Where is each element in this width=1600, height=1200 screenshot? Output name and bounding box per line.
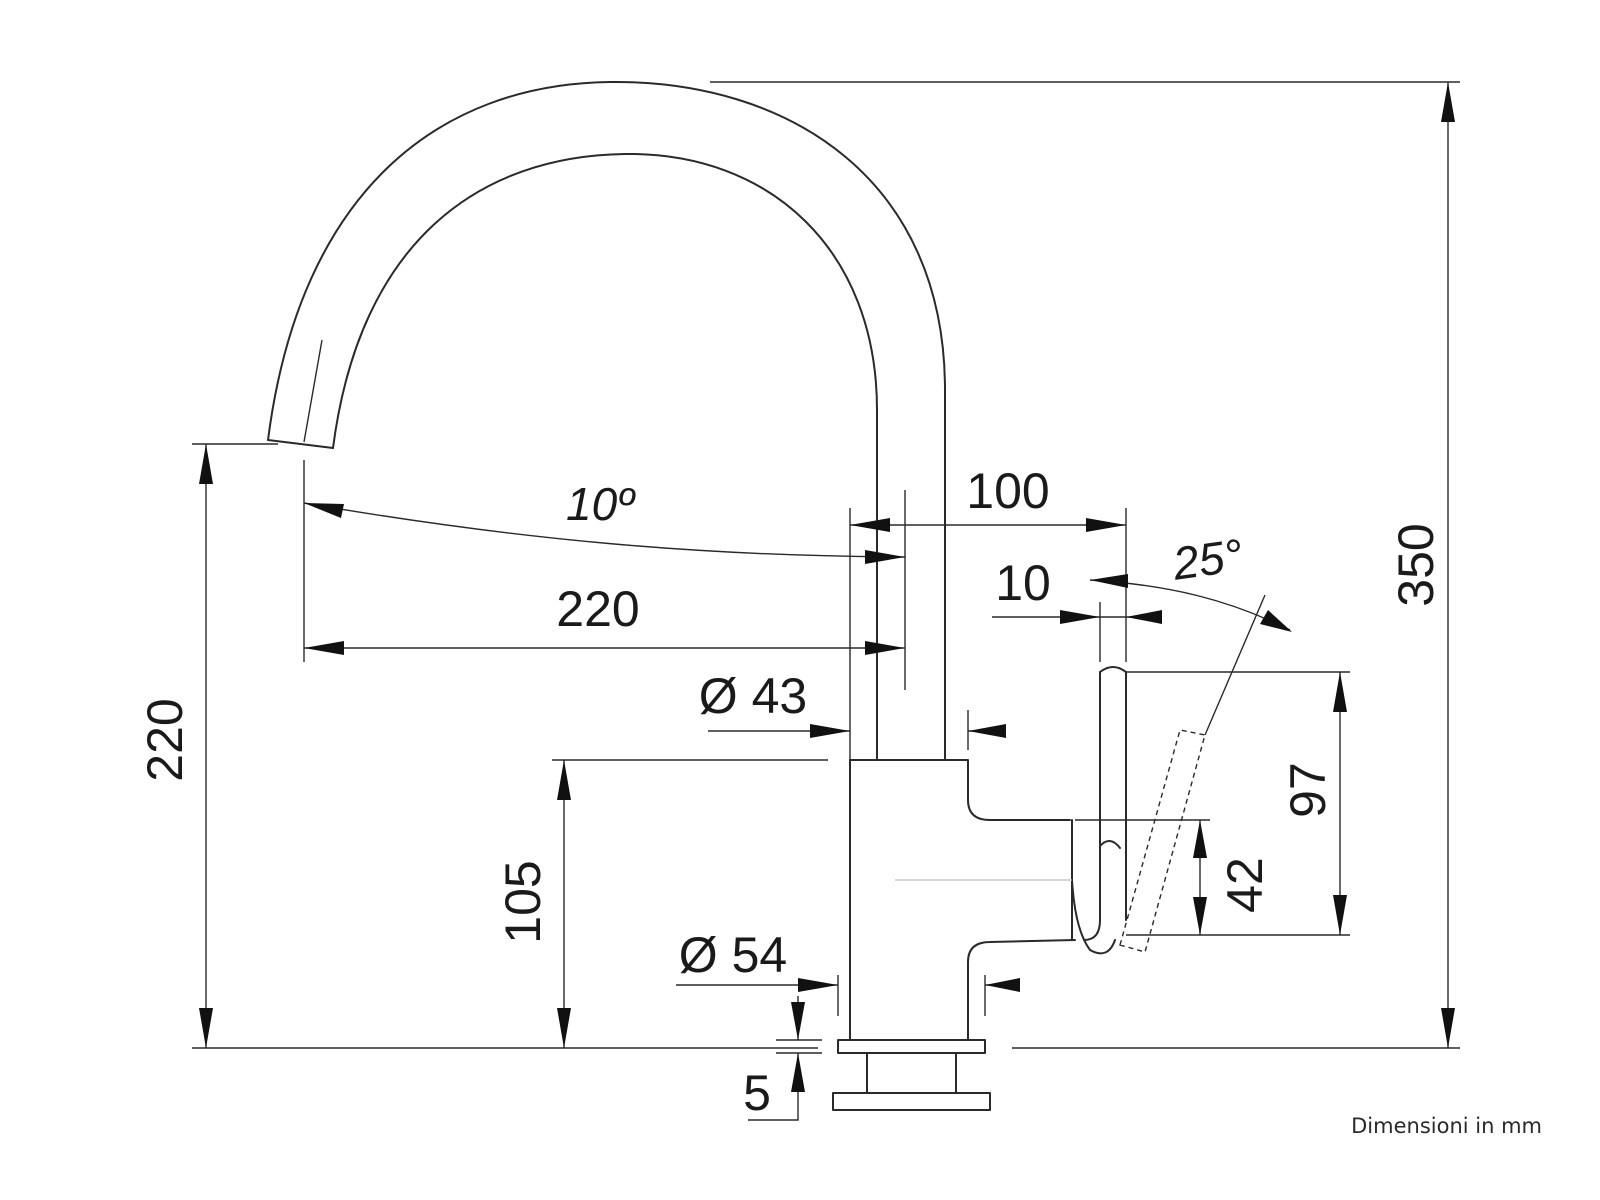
label-base-thickness: 5 xyxy=(743,1065,771,1121)
label-handle-offset: 100 xyxy=(966,463,1049,519)
dimension-lines xyxy=(192,81,1460,1121)
label-base-diameter: Ø 54 xyxy=(679,927,787,983)
units-caption: Dimensioni in mm xyxy=(1351,1114,1542,1138)
label-total-height: 350 xyxy=(1388,523,1444,606)
label-spout-angle: 10º xyxy=(566,478,636,530)
label-body-height: 105 xyxy=(495,860,551,943)
label-handle-angle: 25° xyxy=(1169,529,1246,590)
label-handle-height: 97 xyxy=(1280,762,1336,818)
label-spout-reach: 220 xyxy=(556,581,639,637)
label-lever-height: 42 xyxy=(1217,857,1273,913)
label-spout-height: 220 xyxy=(137,698,193,781)
faucet-outline xyxy=(267,80,1266,1111)
label-stem-diameter: Ø 43 xyxy=(699,668,807,724)
label-handle-gap: 10 xyxy=(995,555,1051,611)
